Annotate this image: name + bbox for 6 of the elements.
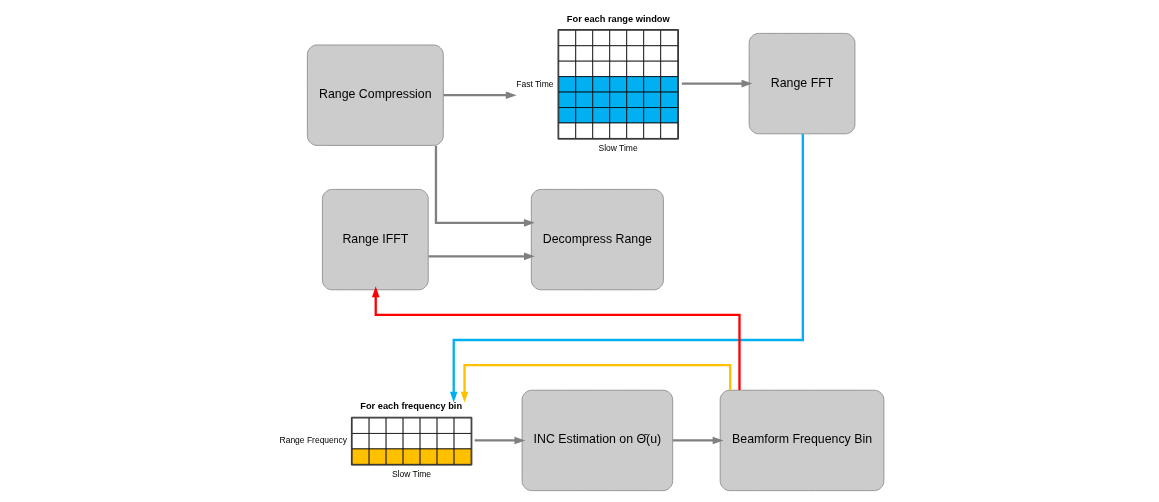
node-label: Range Frequency bbox=[279, 435, 347, 446]
node-label: Slow Time bbox=[391, 468, 431, 479]
node-label: Slow Time bbox=[598, 142, 638, 153]
node-label: For each frequency bin bbox=[359, 401, 462, 412]
node-label: Fast Time bbox=[515, 78, 554, 89]
node-label: For each range window bbox=[566, 13, 670, 24]
